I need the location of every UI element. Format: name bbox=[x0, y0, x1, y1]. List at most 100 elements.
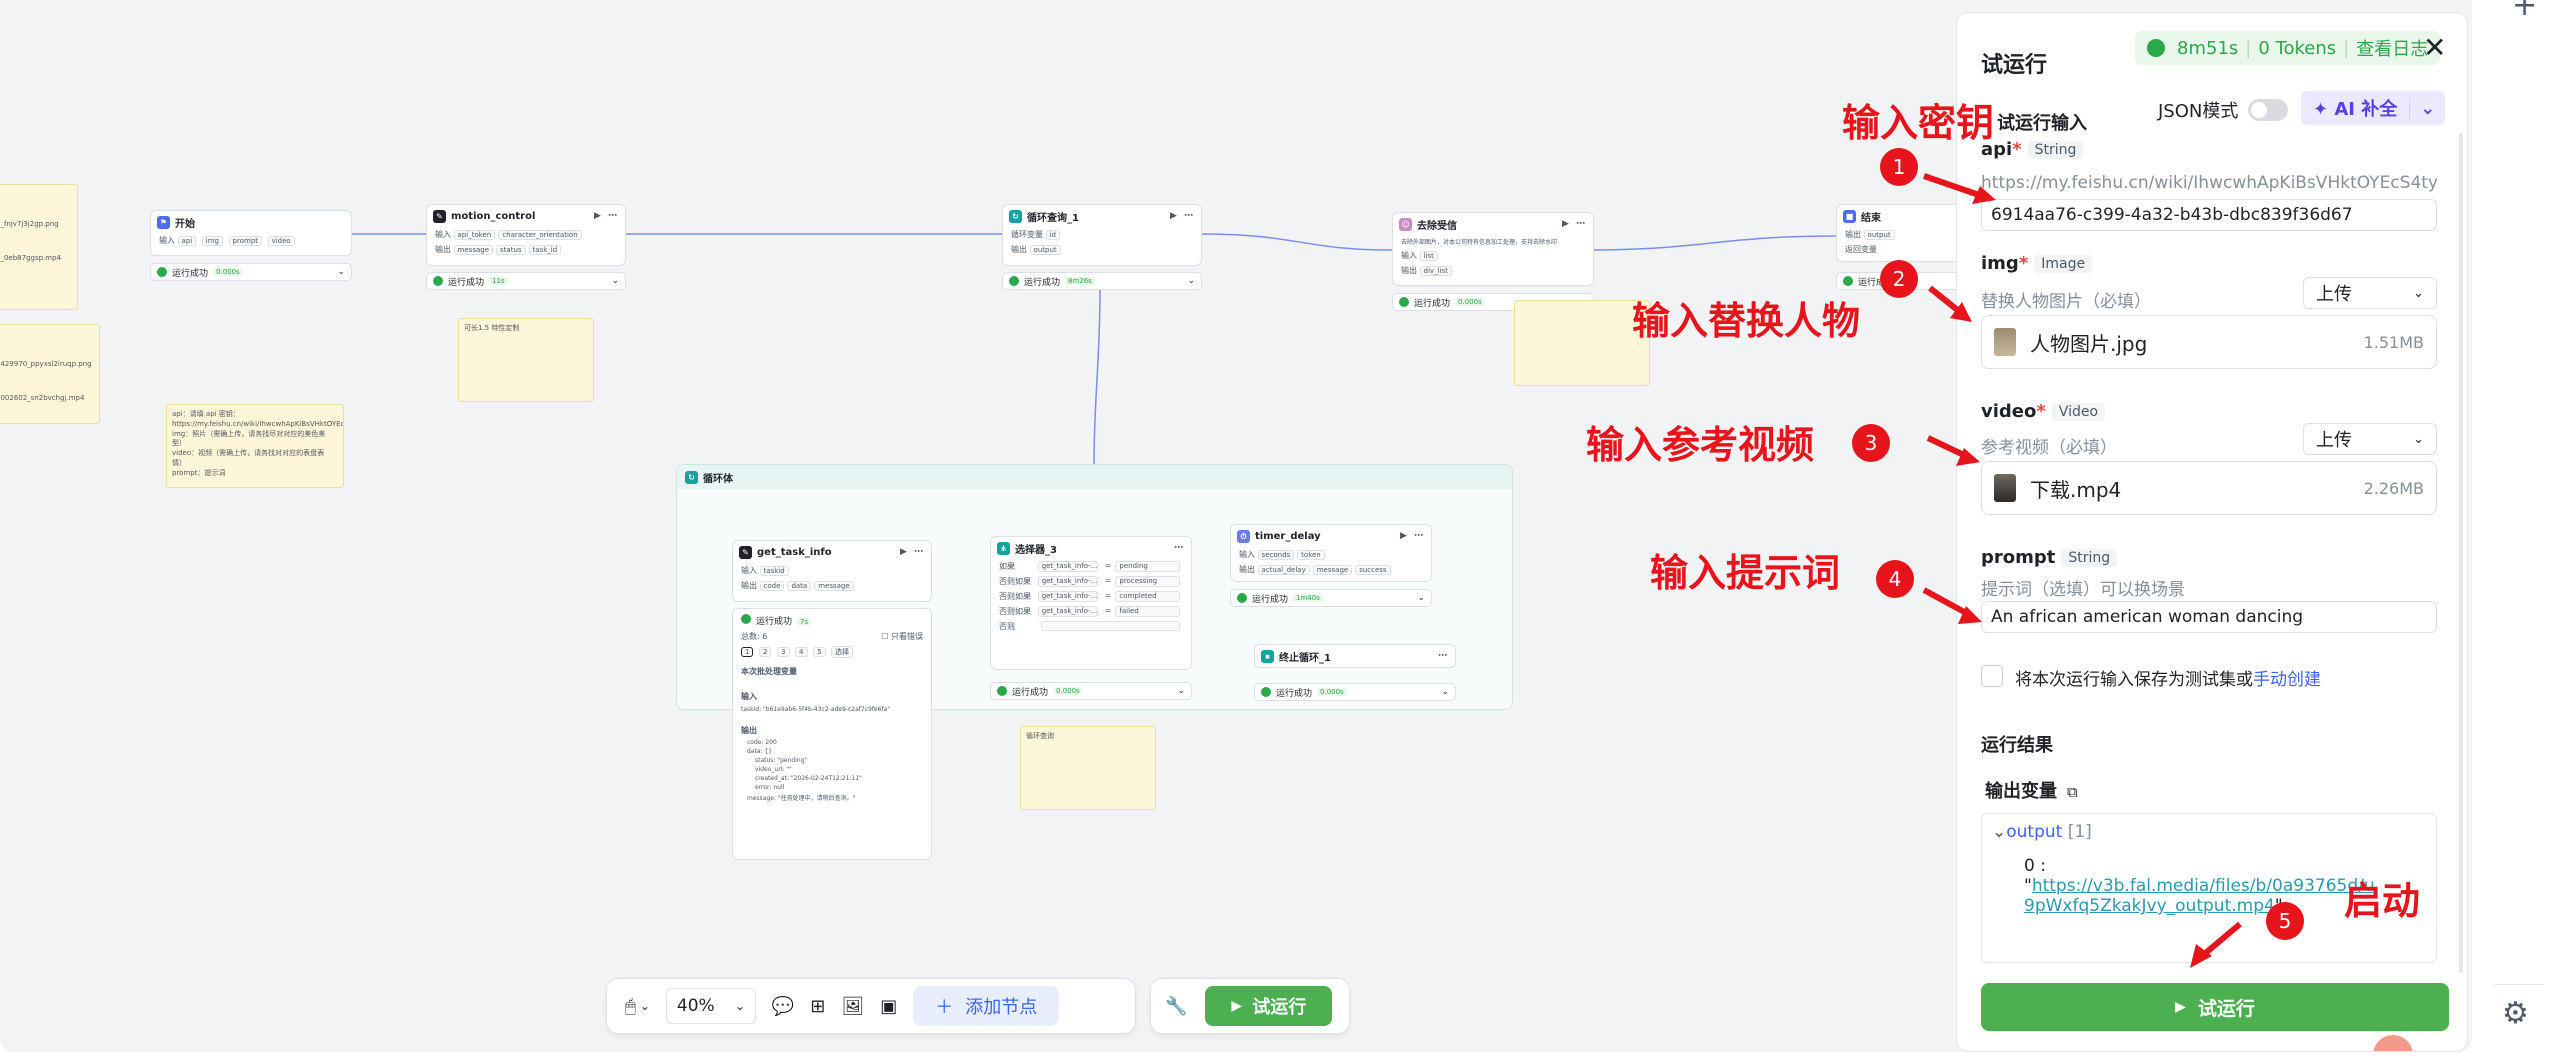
panel-run-button[interactable]: ▶试运行 bbox=[1981, 983, 2449, 1031]
loop-query-node[interactable]: ↻循环查询_1▶ ⋯ 循环变量 id 输出 output bbox=[1002, 204, 1202, 266]
copy-icon[interactable]: ⧉ bbox=[2067, 783, 2078, 801]
plus-icon[interactable]: + bbox=[2512, 0, 2538, 23]
note-c[interactable]: 循环查询 bbox=[1020, 726, 1156, 810]
run-toolbar: 🔧 ▶试运行 bbox=[1150, 978, 1350, 1034]
page-button[interactable]: 2 bbox=[759, 647, 772, 657]
minimap-button[interactable]: ▣ bbox=[872, 986, 905, 1026]
node-actions-icon[interactable]: ▶ ⋯ bbox=[1561, 219, 1587, 229]
comment-button[interactable]: 💬 bbox=[764, 986, 802, 1026]
output-line: status: "pending" bbox=[755, 757, 808, 764]
layout-button[interactable]: ⊞ bbox=[802, 986, 833, 1026]
output-link[interactable]: 9pWxfq5ZkakJvy_output.mp4 bbox=[2024, 896, 2275, 916]
zoom-select[interactable]: 40%⌄ bbox=[665, 988, 756, 1024]
loop-icon: ↻ bbox=[1009, 209, 1022, 223]
watermark-node[interactable]: ☺去除受信▶ ⋯ 去除外部图片，对本公司特有信息加工处理，支持去除水印 输入 l… bbox=[1392, 212, 1594, 286]
node-actions-icon[interactable]: ⋯ bbox=[1174, 543, 1185, 553]
chevron-down-icon[interactable]: ⌄ bbox=[2409, 97, 2445, 119]
node-actions-icon[interactable]: ⋯ bbox=[1438, 651, 1449, 661]
status-time: 0.000s bbox=[213, 268, 243, 276]
only-errors-toggle[interactable]: ☐ 只看错误 bbox=[881, 632, 923, 641]
run-time: 8m51s bbox=[2177, 37, 2239, 59]
field-name: img bbox=[1981, 253, 2019, 274]
annotation-start: 启动 bbox=[2344, 879, 2421, 923]
api-input[interactable]: 6914aa76-c399-4a32-b43b-dbc839f36d67 bbox=[1981, 199, 2437, 231]
prompt-input[interactable]: An african american woman dancing bbox=[1981, 601, 2437, 633]
file-name: 下载.mp4 bbox=[2030, 477, 2122, 502]
end-loop-node[interactable]: ⏹终止循环_1⋯ bbox=[1254, 644, 1456, 668]
success-icon bbox=[741, 614, 751, 624]
output-link[interactable]: https://v3b.fal.media/files/b/0a93765d/u bbox=[2031, 876, 2375, 896]
output-line: code: 200 bbox=[747, 739, 777, 746]
status-time: 8m26s bbox=[1065, 277, 1095, 285]
page-button[interactable]: 5 bbox=[813, 647, 826, 657]
chevron-down-icon: ⌄ bbox=[734, 999, 745, 1013]
node-actions-icon[interactable]: ▶ ⋯ bbox=[899, 547, 925, 557]
page-button[interactable]: 3 bbox=[777, 647, 790, 657]
note-empty[interactable] bbox=[1514, 300, 1650, 386]
node-actions-icon[interactable]: ▶ ⋯ bbox=[1169, 211, 1195, 221]
status-time: 7s bbox=[797, 618, 812, 626]
view-log-link[interactable]: 查看日志 bbox=[2356, 39, 2429, 60]
end-icon: ■ bbox=[1843, 209, 1856, 223]
node-actions-icon[interactable]: ▶ ⋯ bbox=[1399, 531, 1425, 541]
json-mode-toggle[interactable]: JSON模式 bbox=[2158, 97, 2289, 123]
panel-scrollbar[interactable] bbox=[2459, 133, 2463, 973]
note-b[interactable]: api：请填 api 密钥：https://my.feishu.cn/wiki/… bbox=[166, 404, 344, 488]
note-a[interactable]: 可长1.5 特性定制 bbox=[458, 318, 594, 402]
branch-icon: ⋔ bbox=[997, 541, 1010, 555]
save-test-set-text: 将本次运行输入保存为测试集或手动创建 bbox=[2015, 665, 2321, 690]
type-tag: String bbox=[2027, 141, 2084, 159]
param-chip: taskid bbox=[759, 566, 789, 576]
toolbar-run-button[interactable]: ▶试运行 bbox=[1205, 986, 1333, 1026]
output-tree-node[interactable]: ⌄output [1] bbox=[1992, 822, 2426, 842]
cond-var: get_task_info-... bbox=[1037, 576, 1098, 587]
page-button[interactable]: 1 bbox=[741, 647, 754, 657]
chevron-down-icon: ⌄ bbox=[1187, 276, 1195, 286]
node-outputs: 输出 div_list bbox=[1393, 263, 1593, 278]
file-size: 1.51MB bbox=[2363, 332, 2424, 352]
status-text: 运行成功 bbox=[1858, 277, 1895, 288]
page-select[interactable]: 选择 bbox=[831, 646, 854, 658]
node-outputs: 输出 output bbox=[1003, 242, 1201, 257]
note-left-1[interactable]: 7_fnjv7j3j2gp.png 5_0eb87ggsp.mp4 bbox=[0, 184, 78, 310]
video-mode-select[interactable]: 上传⌄ bbox=[2303, 423, 2437, 455]
cond-op: = bbox=[1104, 576, 1112, 585]
debug-button[interactable]: 🔧 bbox=[1157, 986, 1195, 1026]
node-params: 输入 api img prompt video bbox=[151, 233, 351, 248]
avatar[interactable] bbox=[2373, 1035, 2413, 1051]
image-button[interactable]: 🖼 bbox=[833, 986, 872, 1026]
img-mode-select[interactable]: 上传⌄ bbox=[2303, 277, 2437, 309]
mouse-mode-button[interactable]: 🖱⌄ bbox=[617, 986, 658, 1026]
ai-fill-button[interactable]: ✦ AI 补全⌄ bbox=[2301, 91, 2446, 125]
node-outputs: 输出 output bbox=[1837, 227, 1965, 242]
toggle-switch[interactable] bbox=[2248, 99, 2289, 121]
trial-run-panel: 试运行 8m51s| 0 Tokens| 查看日志 ✕ 试运行输入 JSON模式… bbox=[1956, 12, 2468, 1052]
manual-create-link[interactable]: 手动创建 bbox=[2253, 670, 2321, 690]
add-node-button[interactable]: ＋添加节点 bbox=[913, 986, 1060, 1026]
gear-icon[interactable]: ⚙ bbox=[2502, 996, 2529, 1031]
note-left-2[interactable]: 5429970_ppyxsl2iruqp.png 1002602_sn2bvch… bbox=[0, 324, 100, 424]
start-node[interactable]: ⚑开始 输入 api img prompt video bbox=[150, 210, 352, 256]
output-line: data: {} bbox=[747, 748, 773, 755]
end-node[interactable]: ■结束 输出 output 返回变量 bbox=[1836, 204, 1966, 262]
page-button[interactable]: 4 bbox=[795, 647, 808, 657]
save-test-set-checkbox[interactable] bbox=[1981, 665, 2003, 687]
close-icon[interactable]: ✕ bbox=[2423, 31, 2447, 64]
node-actions-icon[interactable]: ▶ ⋯ bbox=[593, 211, 619, 221]
